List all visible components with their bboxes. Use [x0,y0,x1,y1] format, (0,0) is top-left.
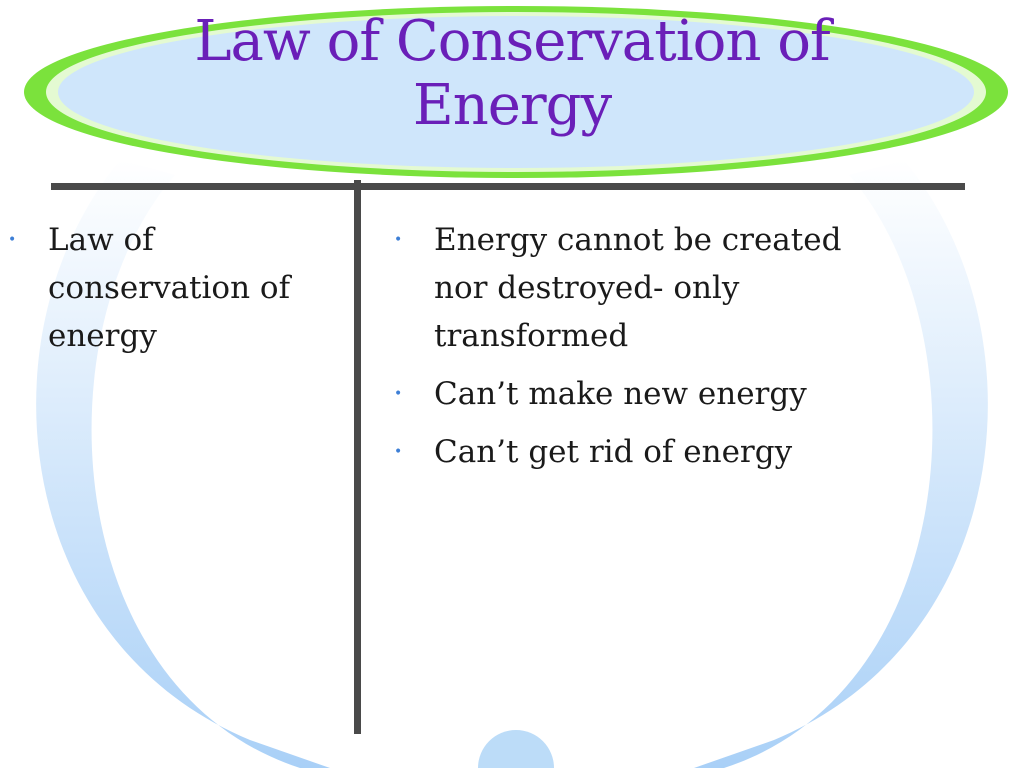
slide-title: Law of Conservation of Energy [120,10,904,138]
bullet-icon: • [8,232,17,248]
list-item: • Energy cannot be created nor destroyed… [394,216,954,360]
list-item-line: Can’t get rid of energy [434,434,793,470]
bullet-icon: • [394,386,403,402]
side-arc [694,160,988,768]
bottom-circle [478,730,554,768]
vertical-divider [354,180,361,734]
list-item-line: nor destroyed- only [434,270,740,306]
side-arc [36,160,330,768]
list-item-line: transformed [434,318,629,354]
list-item-line: Energy cannot be created [434,222,842,258]
title-line-1: Law of Conservation of [194,9,830,74]
right-column: • Energy cannot be created nor destroyed… [394,216,954,486]
list-item: • Law of conservation of energy [8,216,338,360]
list-item: • Can’t make new energy [394,370,954,418]
list-item-line: Can’t make new energy [434,376,807,412]
horizontal-divider [51,183,965,190]
list-item-line: conservation of [48,270,291,306]
title-line-2: Energy [412,73,612,138]
bullet-icon: • [394,232,403,248]
list-item-line: energy [48,318,157,354]
left-column: • Law of conservation of energy [8,216,338,370]
title-ellipse [58,16,974,168]
list-item-line: Law of [48,222,154,258]
bullet-icon: • [394,444,403,460]
list-item: • Can’t get rid of energy [394,428,954,476]
